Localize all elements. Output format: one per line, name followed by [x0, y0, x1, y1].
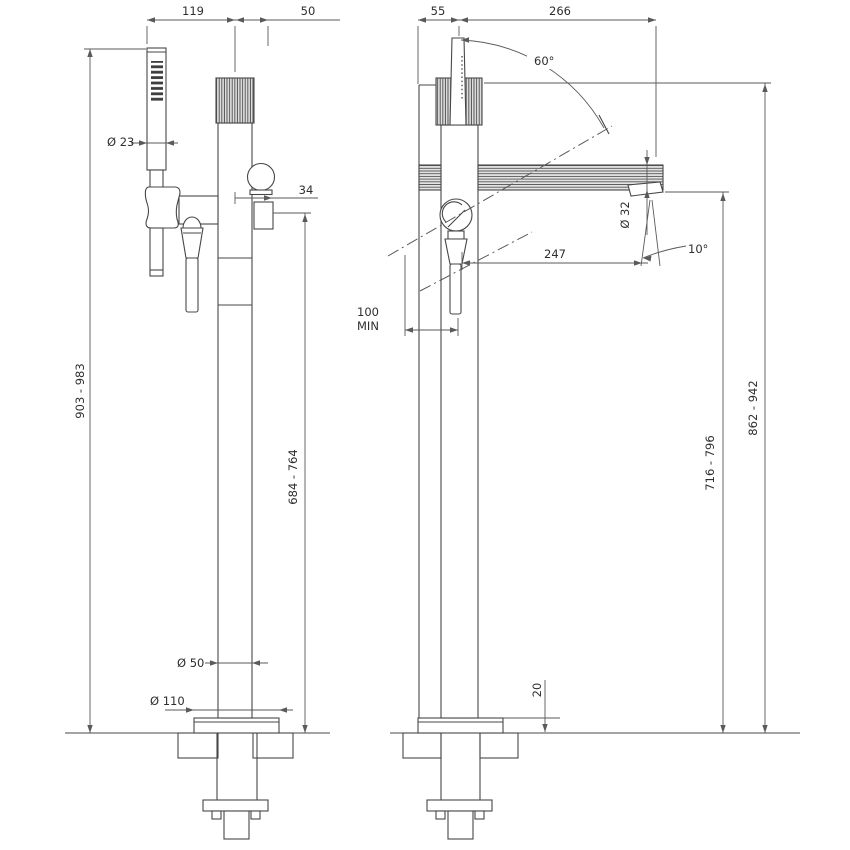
dim-label-base-plate-height: 20	[530, 683, 544, 698]
diverter-knob-side	[439, 198, 473, 315]
dim-label-body-height: 862 - 942	[746, 380, 760, 435]
dim-label-base-diameter: Ø 110	[150, 694, 185, 708]
front-view: 119 50 Ø 23 34 903 - 983 684 - 764	[65, 4, 340, 840]
dim-label-handshower-offset: 119	[182, 4, 204, 18]
dim-label-stream-angle: 10°	[688, 242, 708, 256]
side-view: 55 266 60° Ø 32 247 10°	[357, 4, 800, 840]
dim-label-handshower-diameter: Ø 23	[107, 135, 134, 149]
stream-angle-lines	[640, 199, 687, 267]
dim-label-spout-outlet-height: 716 - 796	[703, 435, 717, 490]
handshower-holder	[144, 186, 219, 277]
dim-label-spout-diameter: Ø 32	[618, 201, 632, 228]
side-dimensions: 55 266 60° Ø 32 247 10°	[357, 4, 771, 733]
dim-label-min-clearance: 100	[357, 305, 379, 319]
dim-label-lever-swing-angle: 60°	[534, 54, 554, 68]
diverter-knob-front	[246, 162, 276, 230]
dim-label-overall-height: 903 - 983	[73, 363, 87, 418]
dim-label-diverter-projection: 34	[299, 183, 314, 197]
dim-label-min-clearance-qualifier: MIN	[357, 319, 379, 333]
handshower-hose-outlet	[149, 227, 164, 277]
handshower	[146, 47, 167, 189]
dim-label-spout-length: 247	[544, 247, 566, 261]
front-knurled-handle	[215, 77, 255, 124]
dim-label-outlet-height: 684 - 764	[286, 449, 300, 504]
dim-label-column-diameter: Ø 50	[177, 656, 204, 670]
side-base-plate	[417, 717, 504, 734]
dim-label-body-depth: 55	[431, 4, 446, 18]
front-base-plate	[193, 717, 280, 734]
front-lever-handle	[180, 216, 204, 313]
dim-label-handle-width: 50	[301, 4, 316, 18]
front-column	[217, 122, 253, 719]
side-lever-handle	[449, 37, 467, 126]
front-dimensions: 119 50 Ø 23 34 903 - 983 684 - 764	[73, 4, 340, 733]
spout-outlet	[627, 181, 664, 197]
handshower-spray-face	[151, 61, 163, 103]
lever-swing-envelope	[387, 114, 613, 292]
front-floor-and-fitting	[65, 732, 330, 840]
dim-label-spout-reach: 266	[549, 4, 571, 18]
